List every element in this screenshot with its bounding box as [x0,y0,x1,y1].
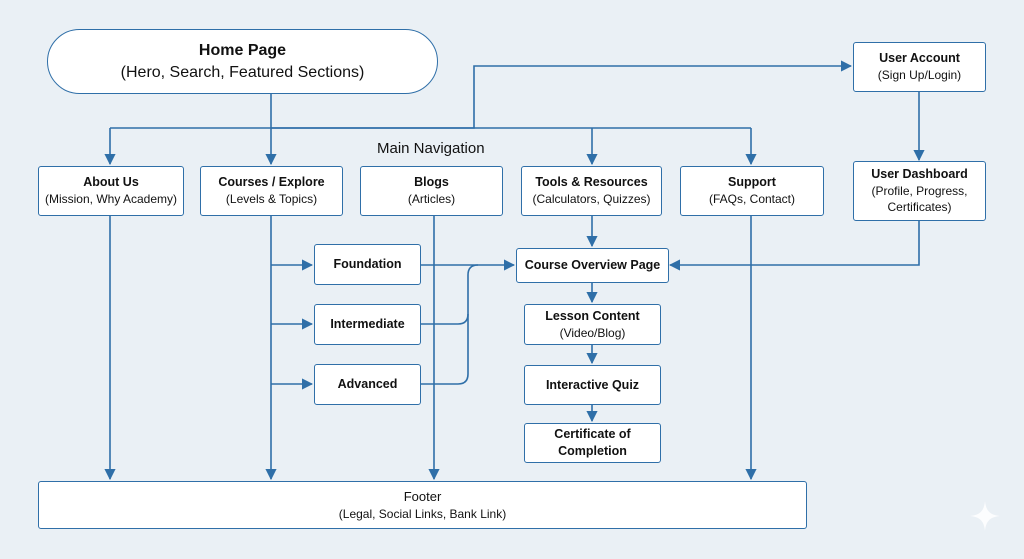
certificate-title-line1: Certificate of [554,427,631,442]
support-node[interactable]: Support (FAQs, Contact) [680,166,824,216]
course-overview-title: Course Overview Page [524,258,661,273]
courses-explore-node[interactable]: Courses / Explore (Levels & Topics) [200,166,343,216]
blogs-node[interactable]: Blogs (Articles) [360,166,503,216]
foundation-node[interactable]: Foundation [314,244,421,285]
footer-node[interactable]: Footer (Legal, Social Links, Bank Link) [38,481,807,529]
user-dashboard-title: User Dashboard [871,167,968,182]
interactive-quiz-title: Interactive Quiz [545,377,640,392]
main-navigation-label: Main Navigation [377,140,485,157]
advanced-title: Advanced [337,377,398,392]
sparkle-icon [970,501,1000,531]
home-page-subtitle: (Hero, Search, Featured Sections) [120,63,365,81]
lesson-content-node[interactable]: Lesson Content (Video/Blog) [524,304,661,345]
user-account-node[interactable]: User Account (Sign Up/Login) [853,42,986,92]
blogs-subtitle: (Articles) [407,192,456,207]
course-overview-node[interactable]: Course Overview Page [516,248,669,283]
user-dashboard-subtitle-line1: (Profile, Progress, [871,184,968,199]
home-page-node[interactable]: Home Page (Hero, Search, Featured Sectio… [47,29,438,94]
tools-resources-node[interactable]: Tools & Resources (Calculators, Quizzes) [521,166,662,216]
dashboard-to-course-overview [668,221,920,271]
courses-explore-subtitle: (Levels & Topics) [225,192,318,207]
user-account-title: User Account [879,51,960,66]
tools-resources-subtitle: (Calculators, Quizzes) [532,192,651,207]
support-subtitle: (FAQs, Contact) [708,192,796,207]
intermediate-to-overview [420,264,479,325]
arrow-to-user-account [271,60,853,129]
about-us-node[interactable]: About Us (Mission, Why Academy) [38,166,184,216]
blogs-title: Blogs [414,175,449,190]
intermediate-node[interactable]: Intermediate [314,304,421,345]
certificate-node[interactable]: Certificate of Completion [524,423,661,463]
interactive-quiz-node[interactable]: Interactive Quiz [524,365,661,405]
intermediate-title: Intermediate [330,317,405,332]
tools-resources-title: Tools & Resources [535,175,648,190]
user-dashboard-subtitle-line2: Certificates) [887,200,952,215]
user-dashboard-node[interactable]: User Dashboard (Profile, Progress, Certi… [853,161,986,221]
foundation-title: Foundation [333,257,402,272]
lesson-content-subtitle: (Video/Blog) [559,325,626,340]
home-page-title: Home Page [198,41,287,59]
certificate-title-line2: Completion [558,444,627,458]
footer-subtitle: (Legal, Social Links, Bank Link) [338,506,507,521]
support-title: Support [728,175,776,190]
about-us-title: About Us [83,175,139,190]
user-account-subtitle: (Sign Up/Login) [877,68,962,83]
footer-title: Footer [403,489,442,505]
advanced-node[interactable]: Advanced [314,364,421,405]
lesson-content-title: Lesson Content [545,308,640,323]
about-us-subtitle: (Mission, Why Academy) [44,192,178,207]
courses-explore-title: Courses / Explore [218,175,325,190]
advanced-to-overview [420,314,469,385]
